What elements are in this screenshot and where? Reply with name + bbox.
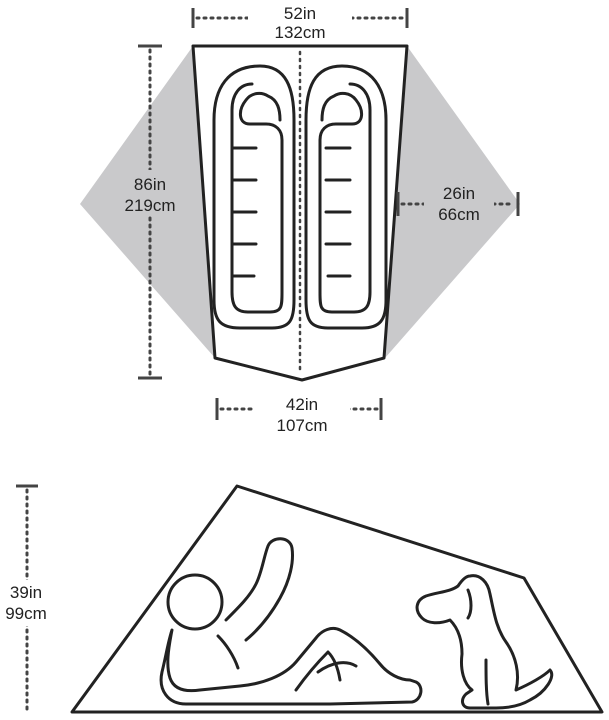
sleeping-bag-right-outer: [304, 64, 388, 330]
dog-ear: [466, 588, 473, 620]
height-in: 39in: [10, 583, 42, 602]
sleeping-bag-left-inner: [230, 82, 284, 314]
bottom-width-in: 42in: [286, 395, 318, 414]
sleeping-bag-left-outer: [212, 64, 296, 330]
top-width-in: 52in: [284, 4, 316, 23]
dog-leg: [484, 658, 490, 706]
person-reclining-figure: [159, 537, 423, 706]
vestibule-depth-cm: 66cm: [438, 205, 480, 224]
sleeping-bag-right-inner: [318, 82, 372, 314]
person-raised-arm: [224, 537, 294, 642]
person-head: [166, 573, 224, 631]
person-body: [159, 626, 423, 706]
floor-plan: 52in 132cm 86in 219cm 26in 66cm 42in 107…: [80, 2, 520, 436]
side-profile: 39in 99cm: [0, 484, 604, 714]
top-width-cm: 132cm: [274, 23, 325, 42]
dimension-top-width: [191, 8, 409, 28]
sleeping-bag-left: [212, 64, 296, 330]
tent-side-outline: [70, 484, 604, 714]
person-knee: [316, 661, 358, 674]
person-lower-arm: [216, 634, 240, 670]
vestibule-depth-in: 26in: [443, 184, 475, 203]
sleeping-bag-right: [304, 64, 388, 330]
dog-sitting-figure: [415, 574, 554, 710]
length-in: 86in: [134, 175, 166, 194]
dog-body: [415, 574, 554, 710]
length-cm: 219cm: [124, 196, 175, 215]
height-cm: 99cm: [5, 604, 47, 623]
bottom-width-cm: 107cm: [276, 416, 327, 435]
person-leg-inner: [294, 650, 342, 692]
